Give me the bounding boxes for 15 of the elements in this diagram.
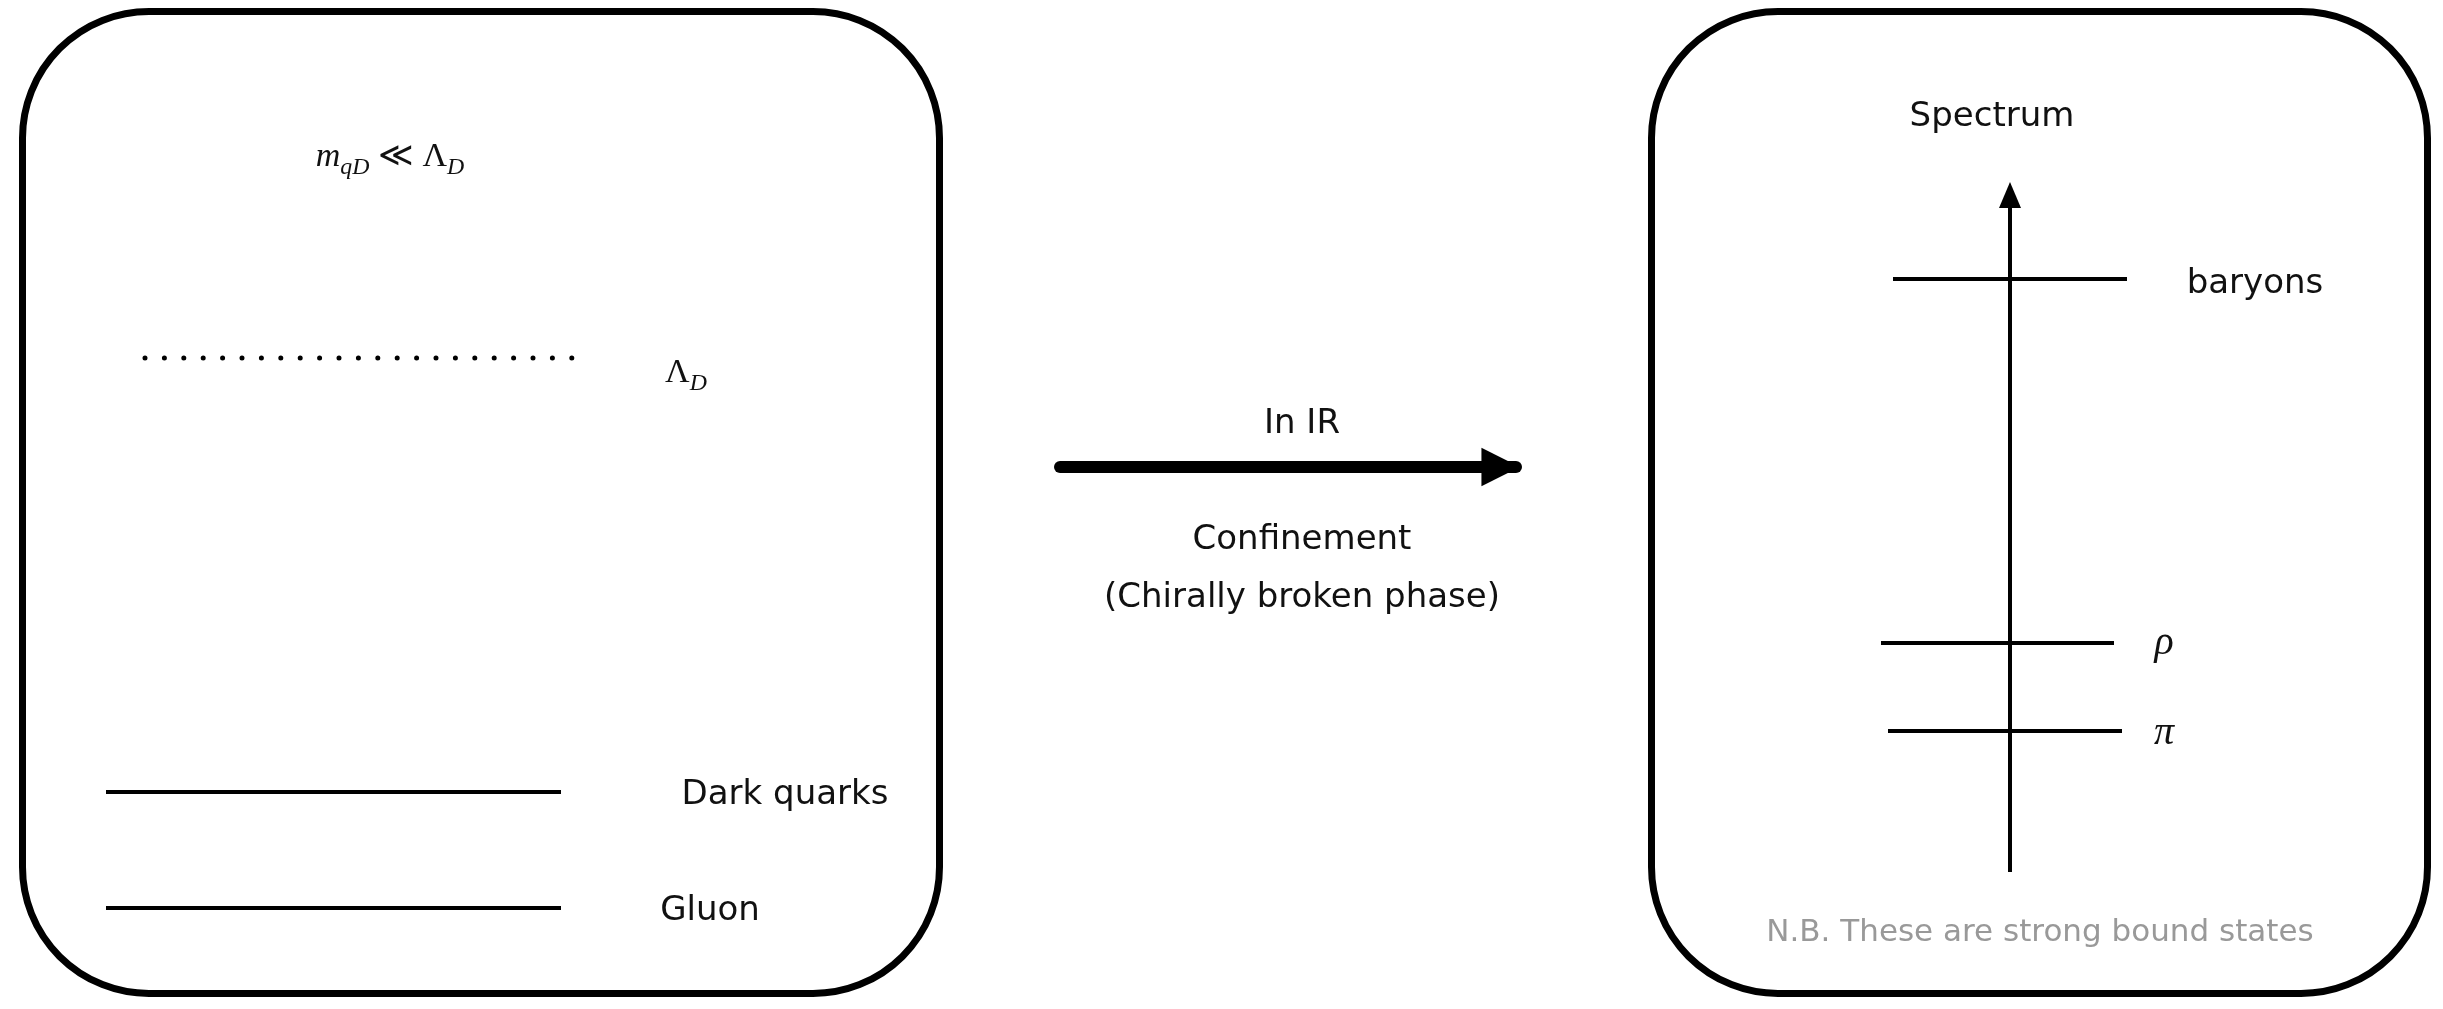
panel-heading: Spectrum <box>1909 97 2075 131</box>
text-label: baryons <box>2186 264 2324 298</box>
formula: m$_{qD}$ ≪ Λ$_{D}$ <box>315 137 465 179</box>
note: N.B. These are strong bound states <box>1766 914 2314 946</box>
text-label: (Chirally broken phase) <box>1104 578 1500 612</box>
arrow <box>1054 447 1522 487</box>
symbol-label: π <box>2154 711 2174 751</box>
rounded-panel <box>1648 8 2431 997</box>
symbol-label: ρ <box>2154 621 2174 661</box>
rounded-panel <box>19 8 943 997</box>
text-label: Confinement <box>1192 520 1412 554</box>
text-label: Dark quarks <box>681 775 889 809</box>
text-label: Λ$_{D}$ <box>665 353 707 395</box>
text-label: Gluon <box>660 891 760 925</box>
edge-label: In IR <box>1264 404 1340 438</box>
